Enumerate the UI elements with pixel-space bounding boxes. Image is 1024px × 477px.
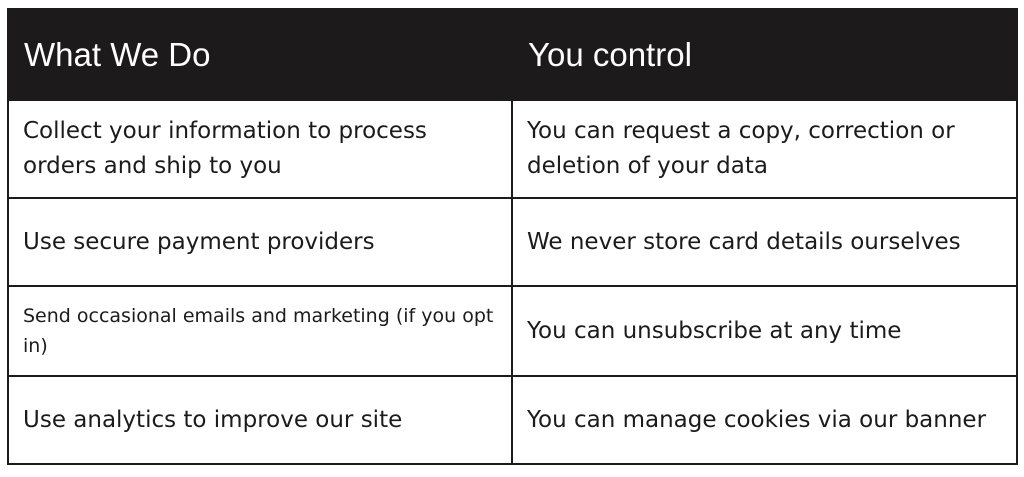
privacy-summary-table: What We Do You control Collect your info… xyxy=(7,8,1018,465)
table-row: Collect your information to process orde… xyxy=(7,99,1018,199)
table-row: Use secure payment providers We never st… xyxy=(7,197,1018,287)
column-header-what-we-do: What We Do xyxy=(7,8,513,101)
table-row: Send occasional emails and marketing (if… xyxy=(7,285,1018,377)
table-cell-what-we-do: Use secure payment providers xyxy=(7,197,513,287)
table-cell-what-we-do: Use analytics to improve our site xyxy=(7,375,513,465)
header-row: What We Do You control xyxy=(7,8,1018,101)
table-row: Use analytics to improve our site You ca… xyxy=(7,375,1018,465)
table-cell-you-control: We never store card details ourselves xyxy=(511,197,1018,287)
column-header-you-control: You control xyxy=(511,8,1018,101)
table-cell-what-we-do: Send occasional emails and marketing (if… xyxy=(7,285,513,377)
table-cell-you-control: You can manage cookies via our banner xyxy=(511,375,1018,465)
table-cell-you-control: You can request a copy, correction or de… xyxy=(511,99,1018,199)
table-header: What We Do You control xyxy=(7,8,1018,101)
table-body: Collect your information to process orde… xyxy=(7,99,1018,465)
table-cell-what-we-do: Collect your information to process orde… xyxy=(7,99,513,199)
table-cell-you-control: You can unsubscribe at any time xyxy=(511,285,1018,377)
